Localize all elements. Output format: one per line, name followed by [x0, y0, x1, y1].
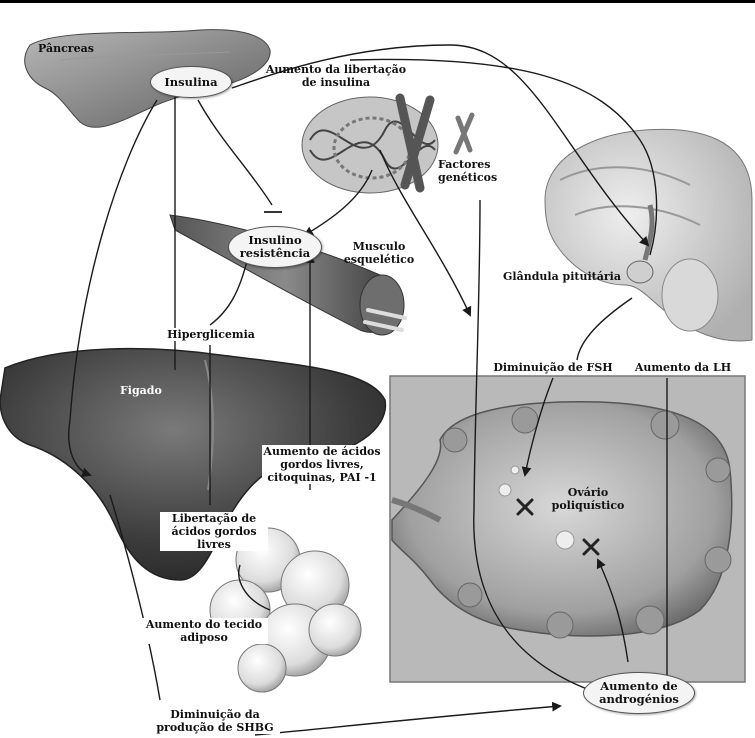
label-diminuicao-shbg: Diminuição da produção de SHBG	[150, 708, 280, 734]
node-insulino-resistencia: Insulino resistência	[228, 226, 322, 268]
label-aumento-lh: Aumento da LH	[634, 361, 732, 374]
node-insulina: Insulina	[150, 66, 232, 98]
label-glandula-pituitaria: Glândula pituitária	[503, 270, 621, 283]
label-pancreas: Pâncreas	[38, 42, 94, 55]
top-border	[0, 0, 755, 3]
label-musculo-esqueletico: Musculo esquelético	[338, 240, 420, 266]
brain-pituitary-illustration	[545, 129, 752, 341]
label-libertacao-acidos-gordos: Libertação de ácidos gordos livres	[160, 512, 268, 551]
label-aumento-tecido-adiposo: Aumento do tecido adiposo	[140, 618, 268, 644]
node-aumento-androgenios: Aumento de androgénios	[583, 672, 695, 714]
label-acidos-gordos-citoquinas: Aumento de ácidos gordos livres, citoqui…	[262, 445, 382, 484]
adipose-illustration	[210, 528, 361, 692]
ovary-panel	[390, 376, 745, 682]
label-figado: Figado	[120, 384, 162, 397]
label-hiperglicemia: Hiperglicemia	[155, 328, 267, 341]
label-factores-geneticos: Factores genéticos	[438, 158, 497, 184]
label-diminuicao-fsh: Diminuição de FSH	[492, 361, 614, 374]
label-ovario-poliquistico: Ovário poliquístico	[548, 486, 628, 512]
label-aumento-libertacao-insulina: Aumento da libertação de insulina	[262, 63, 410, 89]
